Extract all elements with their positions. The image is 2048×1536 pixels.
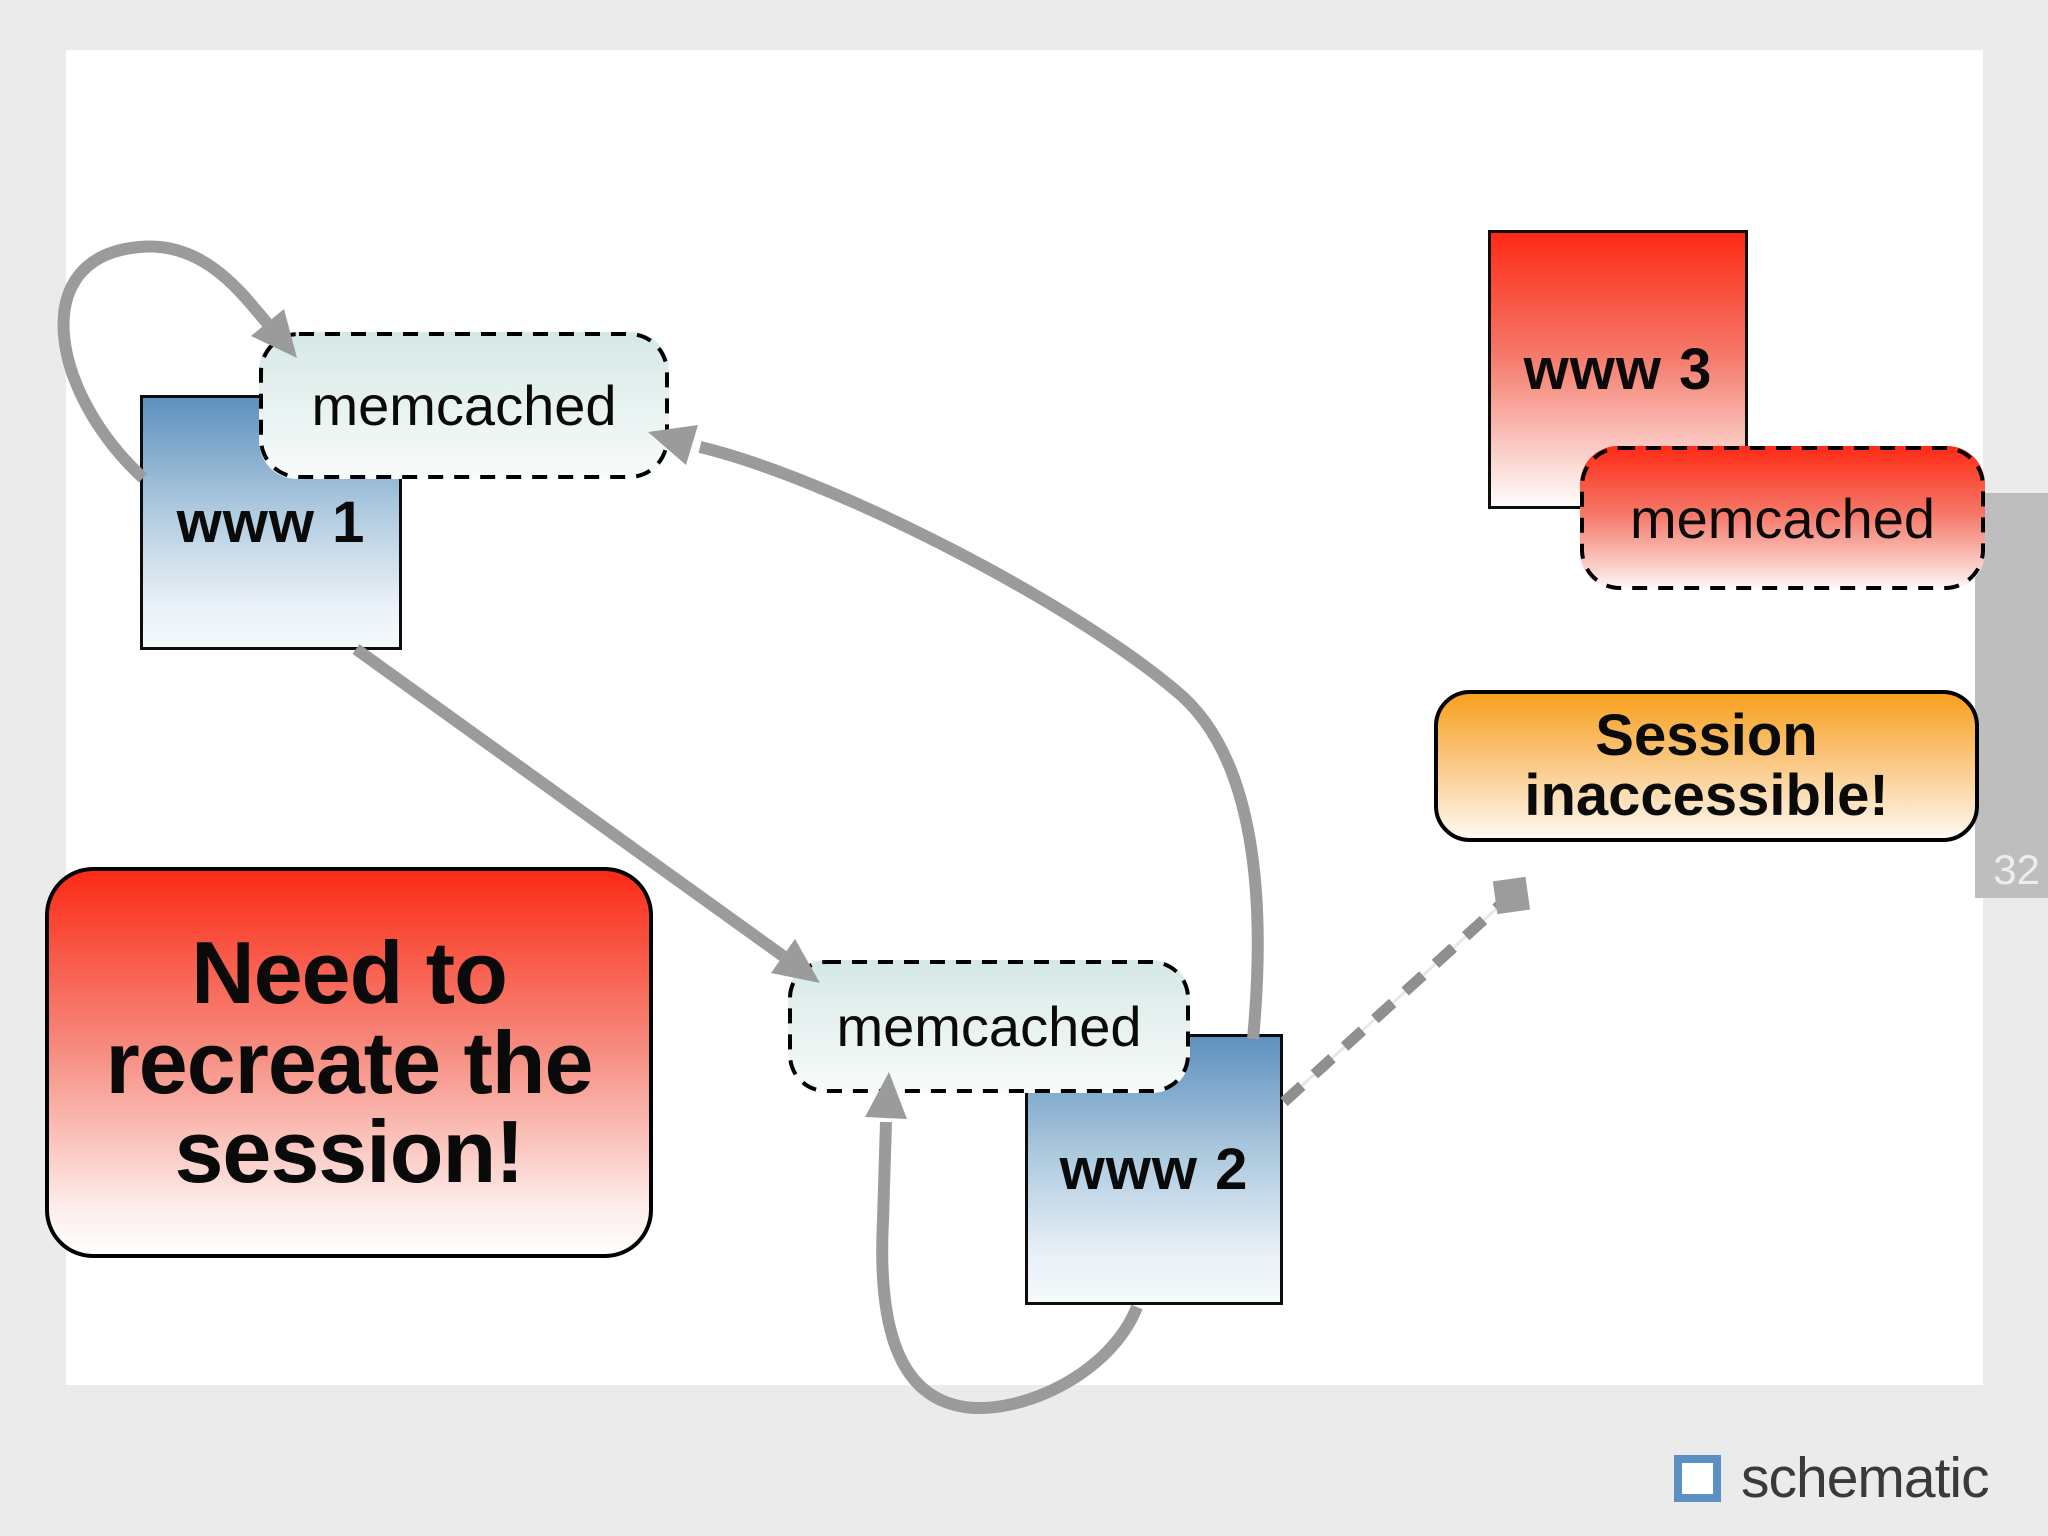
memcached2-label: memcached xyxy=(836,995,1142,1058)
memcached3-label: memcached xyxy=(1629,486,1936,550)
need-recreate-callout: Need to recreate the session! xyxy=(45,867,653,1258)
logo-text: schematic xyxy=(1741,1446,1990,1510)
need-callout-line2: recreate the xyxy=(105,1012,594,1112)
page-number-tab: 32 xyxy=(1975,493,2048,898)
www3-label: www 3 xyxy=(1523,337,1713,402)
memcached1-label: memcached xyxy=(311,374,617,437)
www2-label: www 2 xyxy=(1059,1137,1249,1202)
need-callout-line1: Need to xyxy=(191,922,508,1022)
schematic-logo: schematic xyxy=(1674,1446,1990,1510)
need-callout-line3: session! xyxy=(174,1102,524,1202)
memcached3-box: memcached xyxy=(1580,446,1985,590)
logo-square-icon xyxy=(1674,1455,1721,1502)
memcached2-box: memcached xyxy=(788,960,1190,1093)
session-inaccessible-callout: Session inaccessible! xyxy=(1434,690,1979,842)
memcached1-box: memcached xyxy=(259,332,669,479)
page-number: 32 xyxy=(1993,846,2040,893)
session-callout-line2: inaccessible! xyxy=(1524,763,1889,828)
www1-label: www 1 xyxy=(176,490,366,555)
session-callout-line1: Session xyxy=(1595,703,1818,769)
